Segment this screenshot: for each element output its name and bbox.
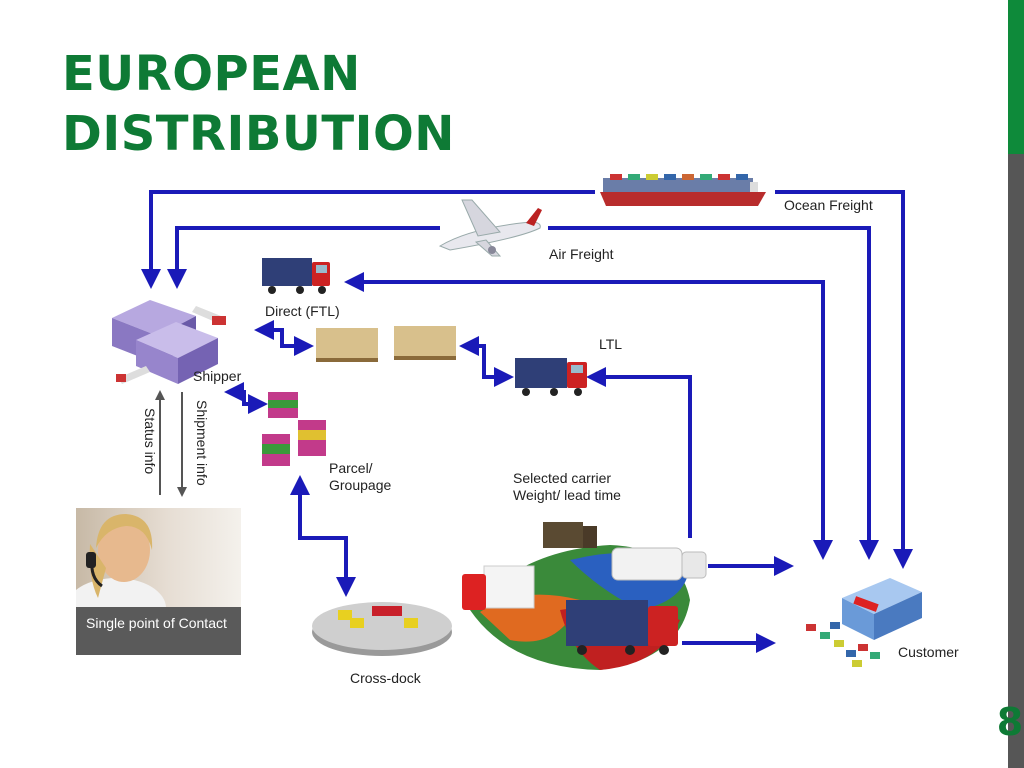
container-ship-icon (600, 174, 766, 206)
cross-dock-icon (312, 602, 452, 656)
shipper-parcel-arrow (224, 382, 268, 414)
airplane-icon (438, 199, 542, 257)
single-point-of-contact-box: Single point of Contact (76, 607, 241, 655)
shipment-info-label: Shipment info (194, 400, 210, 486)
selected-carrier-label-line1: Selected carrier (513, 470, 612, 486)
single-point-of-contact-label: Single point of Contact (86, 615, 227, 631)
warehouse-icon (112, 300, 226, 384)
pallet-icon (316, 326, 456, 362)
ocean-freight-arrow-left (141, 190, 595, 289)
parcel-crossdock-arrow (290, 475, 356, 597)
shipper-label: Shipper (193, 368, 242, 384)
selected-carrier-label-line2: Weight/ lead time (513, 487, 621, 503)
air-freight-label: Air Freight (549, 246, 614, 262)
page-title: EUROPEAN DISTRIBUTION (62, 44, 455, 164)
ocean-freight-arrow (775, 190, 913, 569)
truck-icon (515, 358, 587, 396)
air-freight-arrow (548, 226, 879, 560)
sidebar-accent-gray (1008, 154, 1024, 768)
sidebar-accent-green (1008, 0, 1024, 154)
truck-icon (262, 258, 330, 294)
title-line-2: DISTRIBUTION (62, 106, 455, 162)
ltl-label: LTL (599, 336, 623, 352)
flow-arrows (141, 190, 913, 653)
cross-dock-label: Cross-dock (350, 670, 421, 686)
customer-label: Customer (898, 644, 959, 660)
air-freight-arrow-left (167, 226, 440, 289)
warehouse-ltl-arrow (459, 336, 514, 387)
ocean-freight-label: Ocean Freight (784, 197, 873, 213)
page-number: 8 (996, 700, 1024, 744)
status-info-label: Status info (142, 408, 158, 475)
parcel-icon (262, 392, 326, 466)
shipper-warehouse-arrow (254, 320, 314, 356)
carrier-puzzle-icon (462, 522, 707, 670)
customer-store-icon (806, 578, 922, 667)
parcel-label-line2: Groupage (329, 477, 392, 493)
agent-photo (76, 508, 241, 607)
parcel-label-line1: Parcel/ (329, 460, 373, 476)
info-arrows (155, 390, 187, 497)
direct-ftl-label: Direct (FTL) (265, 303, 340, 319)
title-line-1: EUROPEAN (62, 46, 361, 102)
ltl-carrier-arrow (586, 367, 692, 538)
direct-ftl-arrow (344, 272, 833, 560)
